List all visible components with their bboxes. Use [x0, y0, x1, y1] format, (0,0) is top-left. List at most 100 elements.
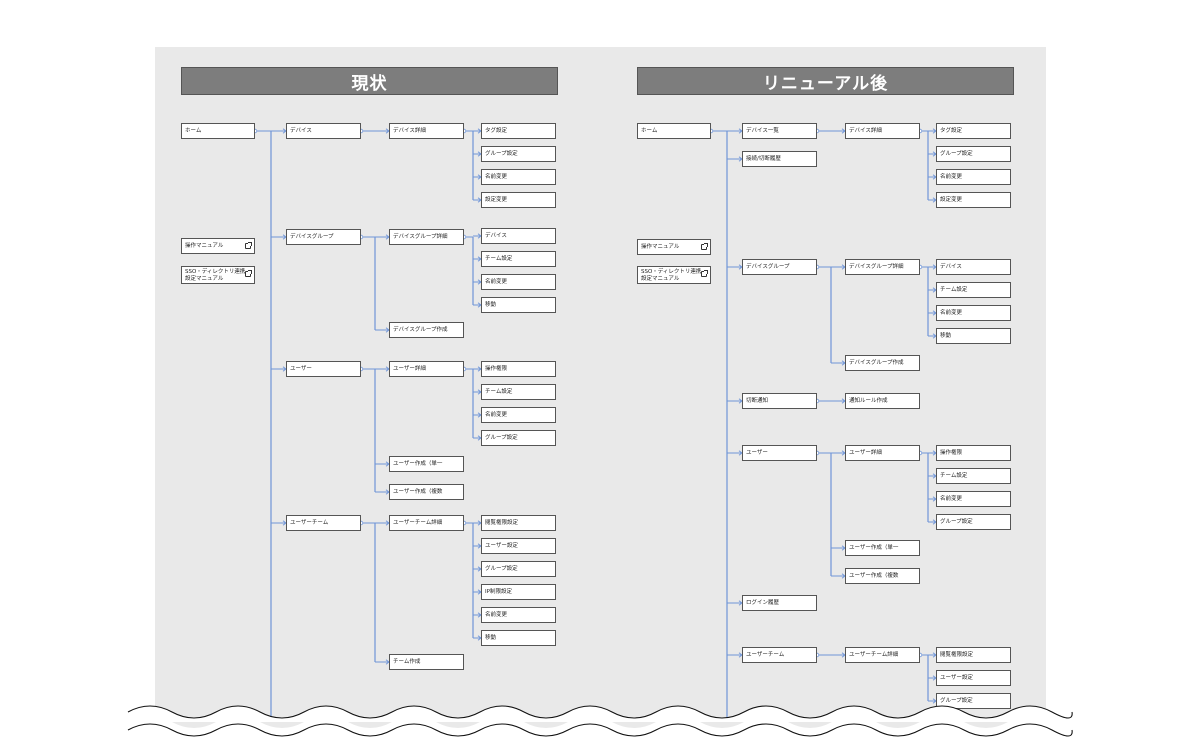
external-link-icon[interactable]	[701, 243, 708, 250]
node-label: デバイス詳細	[849, 128, 882, 134]
node-r-login: ログイン履歴	[742, 595, 817, 611]
node-label: 閲覧権限設定	[485, 520, 519, 526]
node-label: ユーザー設定	[485, 543, 518, 549]
node-l-move2: 移動	[481, 630, 556, 646]
node-label: ユーザー設定	[940, 675, 973, 681]
node-label: 切断通知	[746, 398, 769, 404]
node-r-rename3: 名前変更	[936, 491, 1011, 507]
node-r-tag: タグ設定	[936, 123, 1011, 139]
node-l-userteam: ユーザーチーム	[286, 515, 361, 531]
node-r-hist: 接続/切断履歴	[742, 151, 817, 167]
node-label: 名前変更	[485, 412, 508, 418]
node-r-ucreate1: ユーザー作成（単一	[845, 540, 920, 556]
node-label: デバイス詳細	[393, 128, 426, 134]
node-l-dgcreate: デバイスグループ作成	[389, 322, 464, 338]
node-l-dgdetail: デバイスグループ詳細	[389, 229, 464, 245]
node-r-manual: 操作マニュアル	[637, 239, 711, 255]
node-label: ユーザー	[290, 366, 312, 372]
node-l-team1: チーム設定	[481, 251, 556, 267]
node-label: 通知ルール作成	[849, 398, 888, 404]
node-label: 閲覧権限設定	[940, 652, 974, 658]
node-r-udetail: ユーザー詳細	[845, 445, 920, 461]
node-l-useret: ユーザー設定	[481, 538, 556, 554]
node-r-ucreate2: ユーザー作成（複数	[845, 568, 920, 584]
external-link-icon[interactable]	[245, 242, 252, 249]
node-l-devgroup: デバイスグループ	[286, 229, 361, 245]
node-label: 名前変更	[485, 174, 508, 180]
node-l-grp3: グループ設定	[481, 561, 556, 577]
node-label: ユーザーチーム詳細	[393, 520, 443, 526]
node-label: ユーザー作成（単一	[849, 545, 899, 551]
external-link-icon[interactable]	[701, 270, 708, 277]
node-l-udetail: ユーザー詳細	[389, 361, 464, 377]
node-label: ホーム	[641, 128, 658, 134]
node-label: ユーザーチーム	[746, 652, 785, 658]
node-label: SSO・ディレクトリ連携 設定マニュアル	[641, 269, 702, 282]
node-label: ユーザー作成（複数	[849, 573, 899, 579]
node-r-team2: チーム設定	[936, 468, 1011, 484]
node-r-setting: 設定変更	[936, 192, 1011, 208]
node-label: 移動	[485, 302, 497, 308]
node-l-utdetail: ユーザーチーム詳細	[389, 515, 464, 531]
current-title: 現状	[181, 67, 558, 95]
node-l-ip: IP制限設定	[481, 584, 556, 600]
node-label: 移動	[485, 635, 497, 641]
node-label: グループ設定	[485, 435, 518, 441]
node-label: グループ設定	[485, 151, 518, 157]
node-label: 操作権限	[485, 366, 508, 372]
node-r-mgmt: 閲覧権限設定	[936, 647, 1011, 663]
node-label: デバイスグループ詳細	[393, 234, 448, 240]
node-r-rule: 通知ルール作成	[845, 393, 920, 409]
node-label: 移動	[940, 333, 952, 339]
node-label: 名前変更	[940, 174, 963, 180]
node-label: ログイン履歴	[746, 600, 780, 606]
node-r-dgcreate: デバイスグループ作成	[845, 355, 920, 371]
node-r-dev2: デバイス	[936, 259, 1011, 275]
node-l-device: デバイス	[286, 123, 361, 139]
node-label: 名前変更	[485, 612, 508, 618]
node-label: デバイスグループ作成	[849, 360, 904, 366]
node-label: デバイス	[485, 233, 507, 239]
node-l-opauth: 操作権限	[481, 361, 556, 377]
node-l-grp: グループ設定	[481, 146, 556, 162]
node-label: チーム設定	[485, 256, 513, 262]
node-l-sso: SSO・ディレクトリ連携 設定マニュアル	[181, 266, 255, 284]
node-r-notify: 切断通知	[742, 393, 817, 409]
node-label: ユーザーチーム	[290, 520, 329, 526]
node-label: デバイスグループ詳細	[849, 264, 904, 270]
external-link-icon[interactable]	[245, 270, 252, 277]
node-label: 名前変更	[940, 310, 963, 316]
node-label: デバイス一覧	[746, 128, 779, 134]
node-label: チーム作成	[393, 659, 421, 665]
node-label: ユーザーチーム詳細	[849, 652, 899, 658]
node-l-grp2: グループ設定	[481, 430, 556, 446]
node-r-devlist: デバイス一覧	[742, 123, 817, 139]
node-l-rename3: 名前変更	[481, 407, 556, 423]
node-l-devdetail: デバイス詳細	[389, 123, 464, 139]
node-l-tag: タグ設定	[481, 123, 556, 139]
node-r-home: ホーム	[637, 123, 711, 139]
node-r-sso: SSO・ディレクトリ連携 設定マニュアル	[637, 266, 711, 284]
node-label: タグ設定	[940, 128, 963, 134]
node-label: グループ設定	[940, 698, 973, 704]
node-r-devgroup: デバイスグループ	[742, 259, 817, 275]
node-l-team2: チーム設定	[481, 384, 556, 400]
node-label: 操作マニュアル	[641, 244, 680, 250]
node-label: デバイスグループ作成	[393, 327, 448, 333]
node-r-grp3: グループ設定	[936, 693, 1011, 709]
node-label: デバイスグループ	[290, 234, 334, 240]
node-r-opauth: 操作権限	[936, 445, 1011, 461]
node-r-rename2: 名前変更	[936, 305, 1011, 321]
node-label: ユーザー	[746, 450, 768, 456]
node-label: ユーザー詳細	[849, 450, 882, 456]
node-r-utdetail: ユーザーチーム詳細	[845, 647, 920, 663]
node-r-grp: グループ設定	[936, 146, 1011, 162]
node-r-grp2: グループ設定	[936, 514, 1011, 530]
node-label: 設定変更	[940, 197, 963, 203]
node-l-setting: 設定変更	[481, 192, 556, 208]
node-r-dgdetail: デバイスグループ詳細	[845, 259, 920, 275]
node-label: デバイスグループ	[746, 264, 790, 270]
node-label: 名前変更	[485, 279, 508, 285]
node-label: 設定変更	[485, 197, 508, 203]
